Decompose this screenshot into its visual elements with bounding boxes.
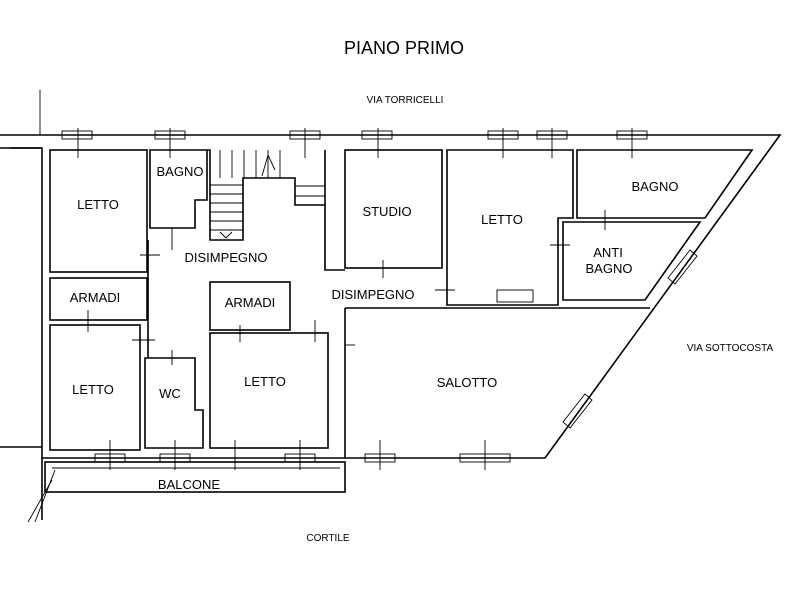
staircase	[207, 149, 326, 241]
room-label-letto-right: LETTO	[481, 212, 523, 227]
room-label-bagno-right: BAGNO	[632, 179, 679, 194]
plan-title: PIANO PRIMO	[344, 38, 464, 58]
room-label-armadi-center: ARMADI	[225, 295, 276, 310]
room-label-studio: STUDIO	[362, 204, 411, 219]
room-label-disimpegno-center: DISIMPEGNO	[331, 287, 414, 302]
room-label-anti: ANTI	[593, 245, 623, 260]
room-label-balcone: BALCONE	[158, 477, 220, 492]
room-label-anti-bagno: BAGNO	[586, 261, 633, 276]
room-label-wc: WC	[159, 386, 181, 401]
outer-walls	[0, 90, 782, 523]
door-marks	[77, 128, 633, 470]
room-labels: LETTO BAGNO DISIMPEGNO ARMADI LETTO WC A…	[70, 164, 679, 492]
interior-walls	[49, 149, 754, 458]
street-label-top: VIA TORRICELLI	[367, 95, 444, 106]
room-label-bagno-left: BAGNO	[157, 164, 204, 179]
room-label-salotto: SALOTTO	[437, 375, 497, 390]
room-label-letto-center: LETTO	[244, 374, 286, 389]
room-label-armadi-left: ARMADI	[70, 290, 121, 305]
street-label-right: VIA SOTTOCOSTA	[687, 343, 774, 354]
balcony	[44, 461, 346, 493]
street-label-bottom: CORTILE	[306, 533, 349, 544]
room-label-disimpegno-left: DISIMPEGNO	[184, 250, 267, 265]
room-label-letto-bottom-left: LETTO	[72, 382, 114, 397]
room-label-letto-top-left: LETTO	[77, 197, 119, 212]
